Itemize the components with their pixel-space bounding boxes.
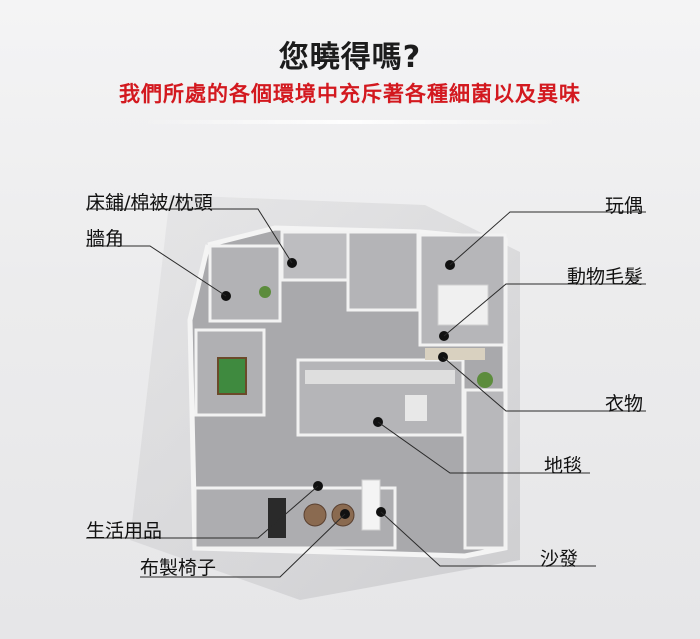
wardrobe-furniture (425, 348, 485, 360)
room-balcony (463, 388, 507, 550)
marker-wall-corner (221, 291, 231, 301)
title-divider (140, 120, 560, 124)
label-carpet: 地毯 (544, 455, 583, 477)
label-fabric-chair: 布製椅子 (140, 557, 217, 579)
label-sofa: 沙發 (540, 548, 579, 570)
marker-pet-hair (439, 331, 449, 341)
marker-carpet (373, 417, 383, 427)
marker-daily-goods (313, 481, 323, 491)
label-bed: 床鋪/棉被/枕頭 (86, 192, 213, 214)
plant (477, 372, 493, 388)
label-toys: 玩偶 (605, 195, 644, 217)
pool-table (217, 357, 247, 395)
marker-fabric-chair (340, 509, 350, 519)
label-wall-corner: 牆角 (86, 228, 125, 250)
label-daily-goods: 生活用品 (86, 520, 163, 542)
marker-toys (445, 260, 455, 270)
room-closet (346, 230, 420, 312)
bed-furniture (437, 284, 489, 326)
sofa-furniture (361, 479, 381, 531)
marker-bed (287, 258, 297, 268)
page-subtitle: 我們所處的各個環境中充斥著各種細菌以及異味 (119, 82, 581, 106)
marker-sofa (376, 507, 386, 517)
fabric-chair-1 (303, 503, 327, 527)
kitchen-counter (305, 370, 455, 384)
dining-table (405, 395, 427, 421)
label-pet-hair: 動物毛髮 (567, 266, 644, 288)
label-clothes: 衣物 (605, 393, 644, 415)
marker-clothes (438, 352, 448, 362)
room-bath-top (280, 230, 350, 282)
room-top-left (208, 244, 282, 323)
page-title: 您曉得嗎? (278, 40, 422, 75)
desk-furniture (268, 498, 286, 538)
plant-2 (259, 286, 271, 298)
